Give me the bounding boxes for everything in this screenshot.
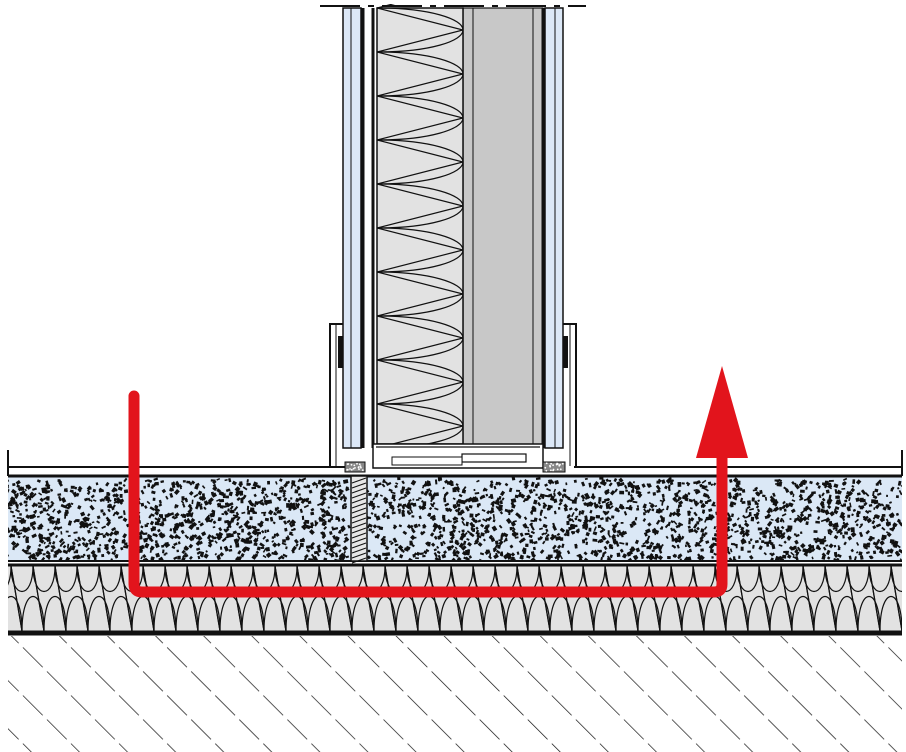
partition-wall xyxy=(320,4,586,473)
sound-flanking-path-arrow xyxy=(128,366,748,598)
metal-stud xyxy=(462,7,544,449)
screed-separation-joint xyxy=(350,475,368,564)
floating-screed xyxy=(8,477,902,562)
concrete-slab xyxy=(8,636,902,752)
left-board xyxy=(342,7,362,449)
right-board xyxy=(544,7,564,449)
right-edge-strip xyxy=(542,461,566,473)
impact-sound-insulation xyxy=(8,563,902,636)
floor-covering xyxy=(7,450,903,478)
